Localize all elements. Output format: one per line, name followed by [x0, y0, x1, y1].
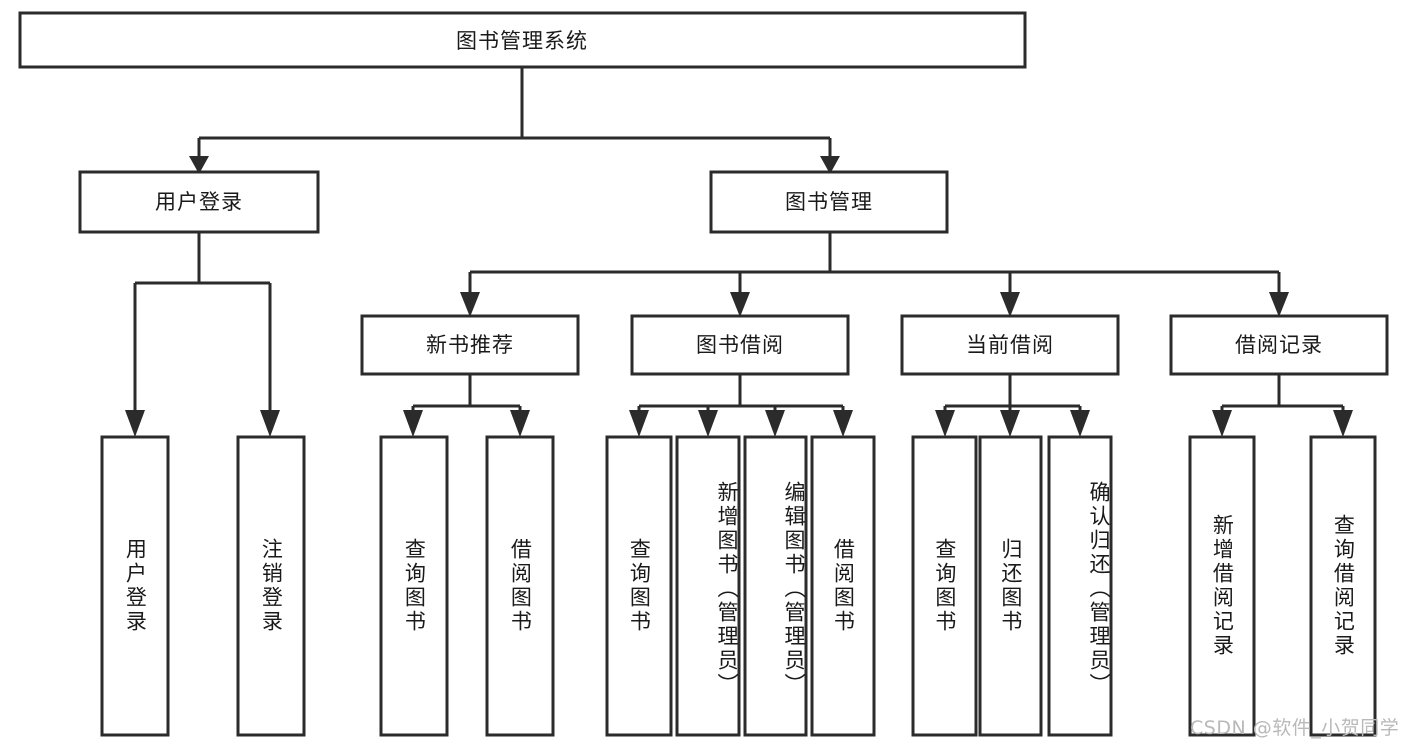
leaf-box-cb-return[interactable]	[978, 435, 1043, 737]
leaf-box-logout[interactable]	[236, 435, 306, 737]
arrow-head-user-login	[189, 156, 209, 174]
leaf-box-cb-query[interactable]	[911, 435, 978, 737]
node-user-login[interactable]: 用户登录	[78, 170, 320, 234]
node-box-user-login[interactable]	[78, 170, 320, 234]
node-root-title[interactable]: 图书管理系统	[18, 11, 1027, 69]
leaf-box-bb-query[interactable]	[605, 435, 673, 737]
node-label-borrow-records: 借阅记录	[1235, 333, 1323, 357]
watermark-text: CSDN @软件_小贺同学	[1190, 717, 1400, 739]
leaf-box-br-query[interactable]	[1309, 435, 1377, 737]
arrow-head-bb-leaf2	[698, 410, 718, 437]
node-label-root-title: 图书管理系统	[456, 29, 588, 53]
arrow-head-leaf-user-login	[125, 410, 145, 437]
connector-group-new-books-to-leaves	[403, 374, 530, 437]
arrow-head-nb-leaf1	[403, 410, 423, 437]
arrow-head-borrow-records	[1269, 292, 1289, 317]
node-label-current-borrow: 当前借阅	[966, 333, 1054, 357]
arrow-head-nb-leaf2	[510, 410, 530, 437]
leaf-box-nb-query[interactable]	[379, 435, 449, 737]
connector-group-book-manage-to-level3	[460, 232, 1289, 317]
node-box-current-borrow[interactable]	[900, 314, 1120, 376]
leaf-box-bb-add[interactable]	[675, 435, 741, 737]
connector-group-root-to-level2	[189, 67, 840, 174]
arrow-head-cb-leaf2	[1000, 410, 1020, 437]
node-book-manage[interactable]: 图书管理	[709, 170, 949, 234]
arrow-head-current-borrow	[1000, 292, 1020, 317]
arrow-head-bb-leaf4	[833, 410, 853, 437]
leaf-box-nb-borrow[interactable]	[485, 435, 555, 737]
connector-group-current-borrow-to-leaves	[935, 374, 1090, 437]
arrow-head-bb-leaf1	[629, 410, 649, 437]
node-box-new-books[interactable]	[360, 314, 580, 376]
arrow-head-book-manage	[820, 156, 840, 174]
connector-group-borrow-records-to-leaves	[1212, 374, 1353, 437]
node-borrow-records[interactable]: 借阅记录	[1169, 314, 1389, 376]
arrow-head-br-leaf2	[1333, 410, 1353, 437]
node-label-book-borrow: 图书借阅	[696, 333, 784, 357]
leaf-box-bb-edit[interactable]	[743, 435, 808, 737]
leaf-box-br-add[interactable]	[1188, 435, 1256, 737]
node-current-borrow[interactable]: 当前借阅	[900, 314, 1120, 376]
arrow-head-br-leaf1	[1212, 410, 1232, 437]
arrow-head-book-borrow	[730, 292, 750, 317]
node-box-book-manage[interactable]	[709, 170, 949, 234]
node-box-book-borrow[interactable]	[630, 314, 850, 376]
leaf-box-bb-borrow[interactable]	[810, 435, 876, 737]
connector-group-user-login-to-leaves	[125, 232, 280, 437]
arrow-head-cb-leaf3	[1070, 410, 1090, 437]
arrow-head-bb-leaf3	[765, 410, 785, 437]
node-new-books[interactable]: 新书推荐	[360, 314, 580, 376]
leaf-box-user-login[interactable]	[100, 435, 170, 737]
node-book-borrow[interactable]: 图书借阅	[630, 314, 850, 376]
node-box-root-title[interactable]	[18, 11, 1027, 69]
node-label-new-books: 新书推荐	[426, 333, 514, 357]
connector-group-book-borrow-to-leaves	[629, 374, 853, 437]
arrow-head-leaf-logout	[260, 410, 280, 437]
leaf-box-cb-confirm[interactable]	[1047, 435, 1113, 737]
arrow-head-cb-leaf1	[935, 410, 955, 437]
node-label-user-login: 用户登录	[155, 190, 243, 214]
arrow-head-new-books	[460, 292, 480, 317]
node-label-book-manage: 图书管理	[785, 190, 873, 214]
node-box-borrow-records[interactable]	[1169, 314, 1389, 376]
